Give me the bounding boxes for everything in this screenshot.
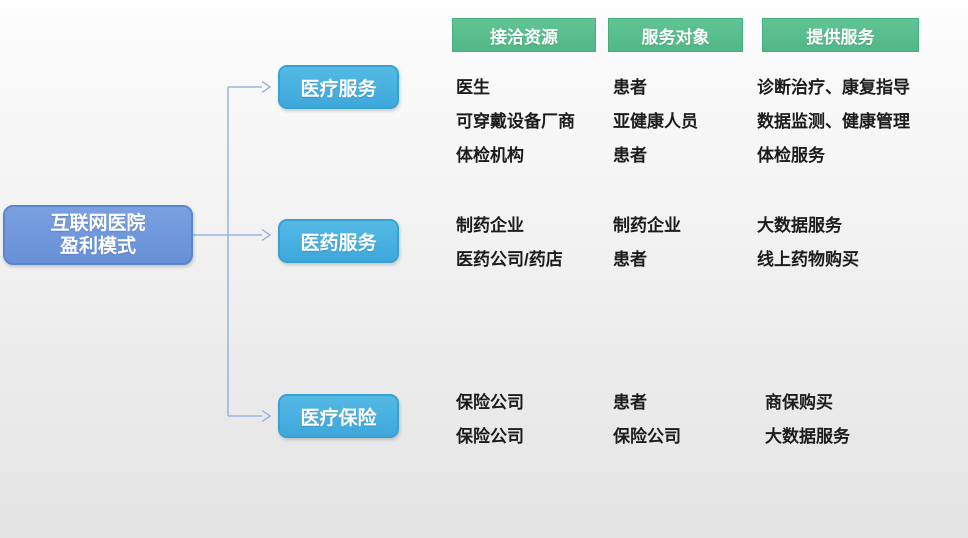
row1-resources-column: 医生 可穿戴设备厂商 体检机构 [456,71,575,173]
row1-targets-column: 患者 亚健康人员 患者 [613,71,698,173]
row2-resources-column: 制药企业 医药公司/药店 [456,209,563,277]
cell-text: 患者 [613,393,647,412]
cell-text: 医药公司/药店 [456,250,563,269]
branch-node-medical-insurance: 医疗保险 [278,394,399,438]
cell-text: 医生 [456,78,490,97]
column-header-services: 提供服务 [762,18,919,52]
cell-text: 患者 [613,250,647,269]
cell-text: 亚健康人员 [613,112,698,131]
cell-text: 数据监测、健康管理 [757,112,910,131]
cell-text: 商保购买 [765,393,833,412]
row1-services-column: 诊断治疗、康复指导 数据监测、健康管理 体检服务 [757,71,910,173]
root-label-line2: 盈利模式 [59,236,136,257]
cell-text: 制药企业 [613,216,681,235]
row3-targets-column: 患者 保险公司 [613,386,681,454]
row3-resources-column: 保险公司 保险公司 [456,386,524,454]
root-label-line1: 互联网医院 [50,213,146,234]
cell-text: 大数据服务 [757,216,842,235]
cell-text: 体检服务 [757,146,825,165]
cell-text: 体检机构 [456,146,524,165]
column-header-resources: 接洽资源 [452,18,596,52]
row3-services-column: 商保购买 大数据服务 [765,386,850,454]
cell-text: 大数据服务 [765,427,850,446]
cell-text: 保险公司 [456,427,524,446]
cell-text: 患者 [613,146,647,165]
cell-text: 患者 [613,78,647,97]
cell-text: 线上药物购买 [757,250,859,269]
row2-targets-column: 制药企业 患者 [613,209,681,277]
cell-text: 保险公司 [613,427,681,446]
column-header-targets: 服务对象 [608,18,743,52]
arrowhead-top-icon [261,80,272,94]
cell-text: 诊断治疗、康复指导 [757,78,910,97]
arrowhead-bottom-icon [261,409,272,423]
branch-node-medical-service: 医疗服务 [278,65,399,109]
cell-text: 保险公司 [456,393,524,412]
cell-text: 可穿戴设备厂商 [456,112,575,131]
row2-services-column: 大数据服务 线上药物购买 [757,209,859,277]
cell-text: 制药企业 [456,216,524,235]
branch-node-pharma-service: 医药服务 [278,219,399,263]
arrowhead-middle-icon [261,228,272,242]
root-node: 互联网医院 盈利模式 [3,205,193,265]
